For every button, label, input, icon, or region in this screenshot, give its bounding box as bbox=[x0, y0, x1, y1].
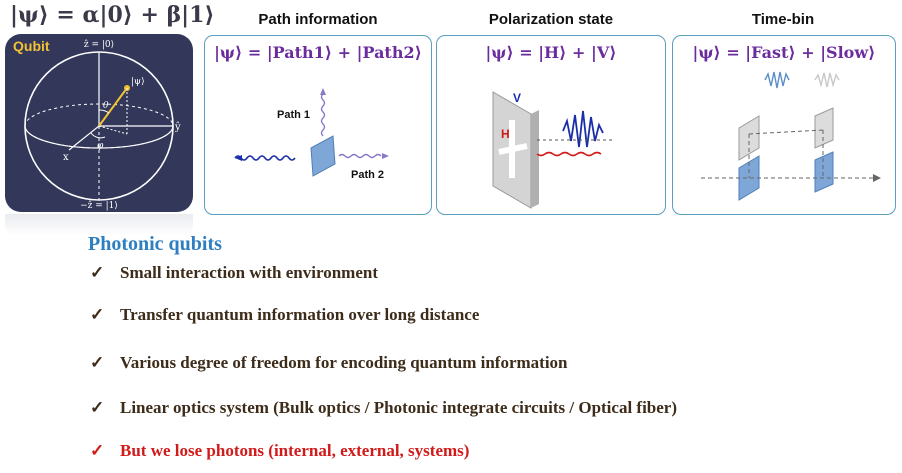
bullet-text: But we lose photons (internal, external,… bbox=[120, 441, 470, 460]
bullet-text: Linear optics system (Bulk optics / Phot… bbox=[120, 398, 678, 417]
bloch-sphere-diagram: ẑ = |0⟩ −ẑ = |1⟩ x ŷ |ψ⟩ θ φ bbox=[24, 39, 181, 211]
psi-vector bbox=[98, 87, 128, 127]
path1-photon-wave bbox=[320, 93, 326, 137]
bullet-item: ✓ Small interaction with environment bbox=[90, 263, 378, 283]
path1-arrow-icon bbox=[320, 88, 326, 95]
polarization-panel-title: Polarization state bbox=[488, 11, 614, 28]
x-axis bbox=[68, 125, 100, 151]
path2-photon-wave bbox=[338, 153, 382, 159]
bullet-text: Transfer quantum information over long d… bbox=[120, 305, 480, 324]
h-polarization-label: H bbox=[501, 127, 510, 141]
phi-arc bbox=[90, 132, 106, 139]
polarizer-plate-edge bbox=[531, 110, 539, 208]
bloch-psi-label: |ψ⟩ bbox=[131, 77, 145, 87]
incoming-photon-wave bbox=[234, 155, 296, 161]
beam-splitter bbox=[310, 135, 336, 177]
timebin-diagram bbox=[701, 71, 881, 201]
path2-arrow-icon bbox=[382, 153, 389, 159]
psi-projection-horizontal bbox=[98, 125, 128, 135]
polarization-panel: |ψ⟩ = |H⟩ + |V⟩ V H bbox=[436, 35, 666, 215]
photonic-qubits-heading: Photonic qubits bbox=[88, 233, 222, 255]
long-path-top-line bbox=[748, 129, 824, 135]
polarization-equation: |ψ⟩ = |H⟩ + |V⟩ bbox=[485, 43, 617, 62]
timebin-panel: |ψ⟩ = |Fast⟩ + |Slow⟩ bbox=[672, 35, 896, 215]
check-icon: ✓ bbox=[90, 305, 105, 324]
bullet-text: Various degree of freedom for encoding q… bbox=[120, 353, 568, 372]
v-polarization-label: V bbox=[513, 91, 521, 105]
bloch-top-label: ẑ = |0⟩ bbox=[84, 39, 114, 50]
lower-right-beam-splitter bbox=[814, 151, 834, 193]
path-equation: |ψ⟩ = |Path1⟩ + |Path2⟩ bbox=[214, 43, 422, 62]
check-icon: ✓ bbox=[90, 353, 105, 372]
output-arrow-icon bbox=[873, 174, 881, 182]
fast-pulse-wave bbox=[764, 71, 790, 89]
bullet-item: ✓ Linear optics system (Bulk optics / Pho… bbox=[90, 398, 677, 418]
bloch-bottom-label: −ẑ = |1⟩ bbox=[80, 200, 118, 211]
check-icon: ✓ bbox=[90, 263, 105, 282]
polarization-diagram: V H bbox=[492, 91, 613, 209]
bullet-item: ✓ Transfer quantum information over long … bbox=[90, 305, 479, 325]
timebin-panel-title: Time-bin bbox=[751, 11, 815, 28]
check-icon: ✓ bbox=[90, 398, 105, 417]
path2-label: Path 2 bbox=[351, 169, 384, 181]
slow-pulse-wave bbox=[814, 72, 840, 88]
bloch-phi-label: φ bbox=[97, 141, 104, 151]
bloch-theta-label: θ bbox=[103, 101, 109, 111]
horizontal-polarized-wave bbox=[536, 151, 602, 157]
upper-right-mirror bbox=[814, 107, 834, 149]
bullet-item-warning: ✓ But we lose photons (internal, external… bbox=[90, 441, 469, 461]
bloch-equator-front bbox=[24, 125, 174, 149]
qubit-card-reflection bbox=[5, 214, 193, 236]
bloch-x-label: x bbox=[63, 152, 69, 163]
qubit-state-equation: |ψ⟩ = α|0⟩ + β|1⟩ bbox=[10, 2, 215, 28]
path1-label: Path 1 bbox=[277, 109, 310, 121]
incoming-arrow-icon bbox=[235, 155, 242, 161]
path-panel: |ψ⟩ = |Path1⟩ + |Path2⟩ Path 1 Path 2 bbox=[204, 35, 432, 215]
qubit-label: Qubit bbox=[13, 38, 50, 54]
vertical-polarized-wave bbox=[562, 110, 604, 148]
bullet-item: ✓ Various degree of freedom for encoding … bbox=[90, 353, 568, 373]
check-icon: ✓ bbox=[90, 441, 105, 460]
path-panel-title: Path information bbox=[258, 11, 378, 28]
path-diagram: Path 1 Path 2 bbox=[234, 88, 389, 181]
horizontal-slit bbox=[498, 143, 528, 155]
bloch-y-label: ŷ bbox=[174, 122, 181, 133]
theta-arc bbox=[98, 109, 110, 114]
qubit-bloch-card: ẑ = |0⟩ −ẑ = |1⟩ x ŷ |ψ⟩ θ φ Qubit bbox=[5, 34, 193, 212]
timebin-equation: |ψ⟩ = |Fast⟩ + |Slow⟩ bbox=[692, 43, 876, 62]
bullet-text: Small interaction with environment bbox=[120, 263, 378, 282]
